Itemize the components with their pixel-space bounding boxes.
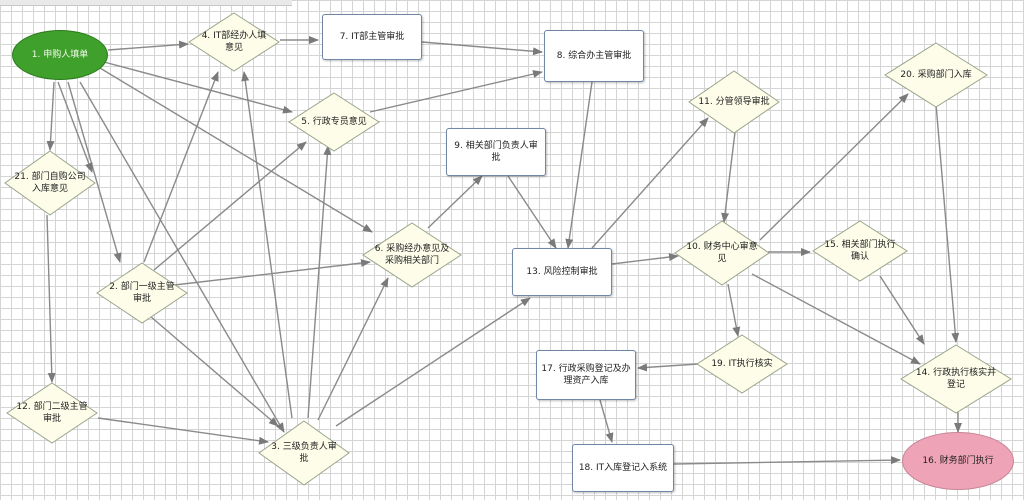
node-18-rect[interactable]: 18. IT入库登记入系统 xyxy=(572,444,674,492)
edge-1-4 xyxy=(107,40,189,51)
node-11-diamond[interactable]: 11. 分管领导审批 xyxy=(688,70,780,134)
node-13-rect[interactable]: 13. 风险控制审批 xyxy=(512,248,612,296)
node-20-shape xyxy=(884,42,988,108)
edge-12-3 xyxy=(97,417,269,445)
node-11-shape xyxy=(688,70,780,134)
node-20-diamond[interactable]: 20. 采购部门入库 xyxy=(884,42,988,108)
node-14-shape xyxy=(900,344,1012,414)
node-15-label: 15. 相关部门执行确认 xyxy=(824,240,896,262)
node-14-label: 14. 行政执行核实并登记 xyxy=(915,368,997,390)
edge-2-3 xyxy=(149,315,279,427)
node-6-shape xyxy=(362,222,462,288)
node-3-diamond[interactable]: 3. 三级负责人审批 xyxy=(258,420,350,486)
edge-2-6 xyxy=(165,259,371,287)
node-19-label: 19. IT执行核实 xyxy=(711,359,773,369)
node-6-diamond[interactable]: 6. 采购经办意见及采购相关部门 xyxy=(362,222,462,288)
edge-1-12 xyxy=(57,81,93,173)
node-2-shape xyxy=(96,262,188,324)
node-8-rect[interactable]: 8. 综合办主管审批 xyxy=(544,30,644,82)
edge-9-13 xyxy=(507,175,557,249)
node-11-label: 11. 分管领导审批 xyxy=(698,97,770,107)
edge-3-4 xyxy=(241,71,293,419)
node-3-label: 3. 三级负责人审批 xyxy=(271,442,337,464)
edge-10-19 xyxy=(727,283,741,337)
node-5-label: 5. 行政专员意见 xyxy=(301,117,367,127)
edge-3-5 xyxy=(307,145,332,419)
node-1-label: 1. 申购人填单 xyxy=(31,50,89,60)
edge-5-8 xyxy=(369,70,543,113)
edge-19-17 xyxy=(637,363,699,372)
edge-13-10 xyxy=(611,253,679,265)
node-12-diamond[interactable]: 12. 部门二级主管审批 xyxy=(6,382,98,444)
edge-2-4 xyxy=(143,71,219,263)
node-18-label: 18. IT入库登记入系统 xyxy=(578,463,668,473)
node-14-diamond[interactable]: 14. 行政执行核实并登记 xyxy=(900,344,1012,414)
node-6-label: 6. 采购经办意见及采购相关部门 xyxy=(374,244,450,266)
edge-10-20 xyxy=(759,93,909,241)
edge-6-9 xyxy=(427,175,483,229)
node-7-rect[interactable]: 7. IT部主管审批 xyxy=(322,14,422,60)
node-10-label: 10. 财务中心审意见 xyxy=(686,242,758,264)
node-19-shape xyxy=(696,334,788,394)
node-15-shape xyxy=(812,220,908,282)
edge-18-16 xyxy=(673,456,901,465)
edge-1-3 xyxy=(79,81,285,433)
node-7-label: 7. IT部主管审批 xyxy=(339,32,405,42)
edge-17-18 xyxy=(599,399,614,443)
node-4-label: 4. IT部经办人填意见 xyxy=(201,31,267,53)
edge-7-8 xyxy=(421,41,543,56)
node-9-label: 9. 相关部门负责人审批 xyxy=(454,141,538,163)
node-3-shape xyxy=(258,420,350,486)
node-8-label: 8. 综合办主管审批 xyxy=(556,51,632,61)
edge-15-14 xyxy=(879,275,925,345)
node-19-diamond[interactable]: 19. IT执行核实 xyxy=(696,334,788,394)
node-10-shape xyxy=(674,220,770,286)
node-5-diamond[interactable]: 5. 行政专员意见 xyxy=(288,92,380,152)
node-5-shape xyxy=(288,92,380,152)
node-2-label: 2. 部门一级主管审批 xyxy=(109,282,175,304)
node-12-label: 12. 部门二级主管审批 xyxy=(16,402,88,424)
node-16-label: 16. 财务部门执行 xyxy=(922,456,994,466)
edge-1-21 xyxy=(46,81,55,151)
node-1-start[interactable]: 1. 申购人填单 xyxy=(12,30,108,80)
node-16-end[interactable]: 16. 财务部门执行 xyxy=(902,432,1014,490)
window-top-strip xyxy=(0,0,292,6)
edge-1-2 xyxy=(67,81,122,263)
node-17-label: 17. 行政采购登记及办理资产入库 xyxy=(541,364,631,386)
edge-8-13 xyxy=(565,81,593,249)
node-13-label: 13. 风险控制审批 xyxy=(526,267,598,277)
edge-1-5 xyxy=(103,61,293,114)
edge-13-11 xyxy=(591,117,709,249)
node-12-shape xyxy=(6,382,98,444)
node-4-diamond[interactable]: 4. IT部经办人填意见 xyxy=(188,12,280,72)
node-2-diamond[interactable]: 2. 部门一级主管审批 xyxy=(96,262,188,324)
node-15-diamond[interactable]: 15. 相关部门执行确认 xyxy=(812,220,908,282)
node-17-rect[interactable]: 17. 行政采购登记及办理资产入库 xyxy=(536,350,636,400)
edge-10-14 xyxy=(751,273,921,365)
node-10-diamond[interactable]: 10. 财务中心审意见 xyxy=(674,220,770,286)
edge-21-12 xyxy=(46,214,56,383)
edge-1-6 xyxy=(99,67,373,233)
node-9-rect[interactable]: 9. 相关部门负责人审批 xyxy=(446,128,546,176)
edge-20-14 xyxy=(935,103,960,343)
node-21-shape xyxy=(4,150,96,216)
edge-2-5 xyxy=(153,141,307,271)
edge-3-6 xyxy=(317,277,389,421)
node-4-shape xyxy=(188,12,280,72)
node-21-diamond[interactable]: 21. 部门自购公司入库意见 xyxy=(4,150,96,216)
node-20-label: 20. 采购部门入库 xyxy=(900,70,972,80)
edge-3-13 xyxy=(335,297,531,427)
node-21-label: 21. 部门自购公司入库意见 xyxy=(14,172,86,194)
edge-11-10 xyxy=(721,123,737,223)
